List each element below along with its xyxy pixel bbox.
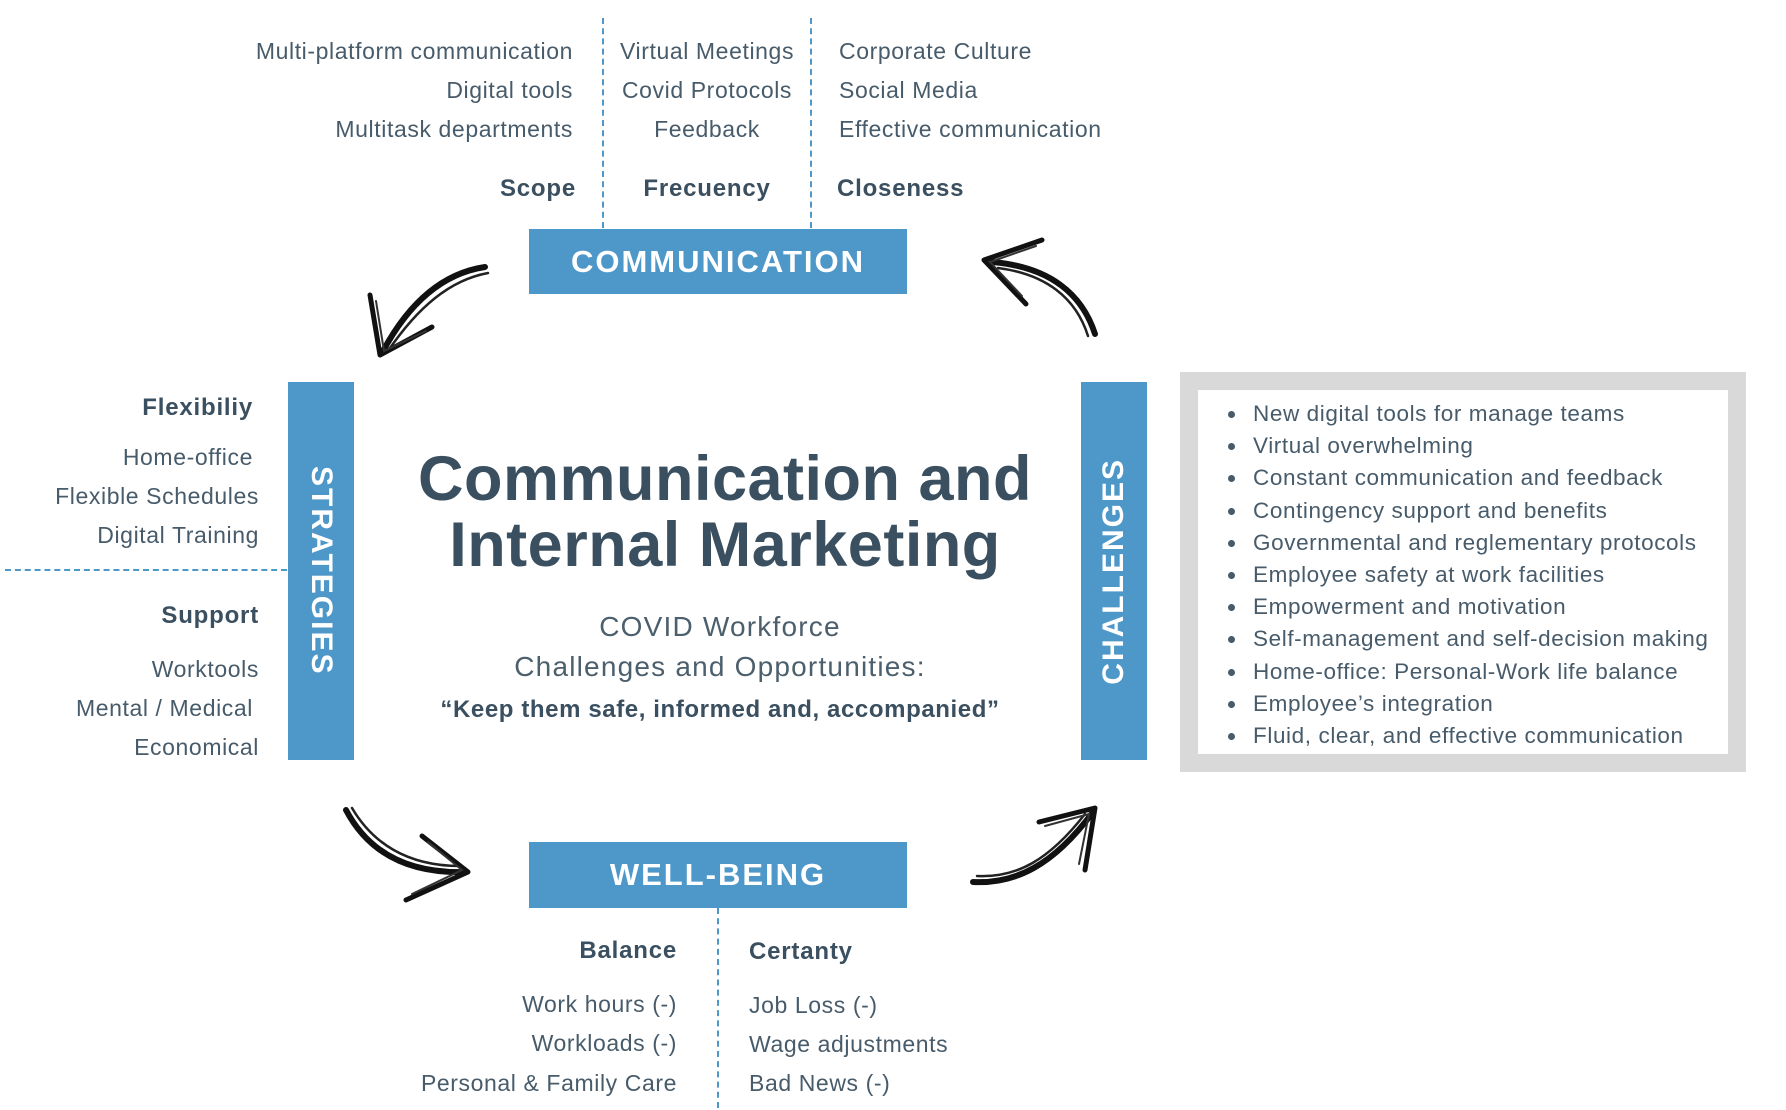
closeness-item: Corporate Culture <box>839 38 1033 64</box>
bullet-icon <box>1228 732 1235 740</box>
support-item: Worktools <box>151 656 259 682</box>
strategies-label: STRATEGIES <box>305 466 338 676</box>
title-line: Internal Marketing <box>449 510 1001 580</box>
list-item: Fluid, clear, and effective communicatio… <box>1228 720 1708 752</box>
list-item: Home-office: Personal-Work life balance <box>1228 656 1708 688</box>
list-item: Self-management and self-decision making <box>1228 623 1708 655</box>
scope-item: Multitask departments <box>335 116 573 142</box>
scope-item: Digital tools <box>446 77 573 103</box>
subtitle: Challenges and Opportunities: <box>514 651 926 682</box>
challenges-bar: CHALLENGES <box>1081 382 1147 760</box>
divider-line <box>717 908 719 1108</box>
list-item: New digital tools for manage teams <box>1228 398 1708 430</box>
flexibility-heading: Flexibiliy <box>142 394 253 421</box>
certainty-item: Wage adjustments <box>749 1031 949 1057</box>
challenges-box <box>1180 372 1746 772</box>
bullet-icon <box>1228 475 1235 483</box>
frequency-item: Feedback <box>654 116 760 142</box>
balance-heading: Balance <box>579 937 677 964</box>
divider-line <box>5 569 287 571</box>
title-line: Communication and <box>417 444 1032 514</box>
bullet-icon <box>1228 411 1235 418</box>
scope-item: Multi-platform communication <box>255 38 573 64</box>
frequency-item: Covid Protocols <box>621 77 793 103</box>
list-item: Employee’s integration <box>1228 688 1708 720</box>
flexibility-item: Home-office <box>122 444 253 470</box>
bullet-icon <box>1228 668 1235 676</box>
bullet-icon <box>1228 571 1235 579</box>
list-item: Employee safety at work facilities <box>1228 559 1708 591</box>
list-item: Constant communication and feedback <box>1228 462 1708 494</box>
arrow-icon <box>343 806 471 903</box>
challenges-label: CHALLENGES <box>1097 457 1130 685</box>
list-item: Contingency support and benefits <box>1228 495 1708 527</box>
scope-heading: Scope <box>499 175 576 202</box>
balance-item: Workloads (-) <box>531 1030 677 1056</box>
subtitle: COVID Workforce <box>599 611 841 642</box>
frequency-item: Virtual Meetings <box>619 38 795 64</box>
communication-bar: COMMUNICATION <box>529 229 907 294</box>
certainty-item: Job Loss (-) <box>749 992 878 1018</box>
main-title: Communication and Internal Marketing <box>380 446 1070 578</box>
strategies-bar: STRATEGIES <box>288 382 354 760</box>
challenges-list: New digital tools for manage teams Virtu… <box>1228 398 1708 752</box>
arrow-icon <box>970 805 1098 886</box>
frequency-heading: Frecuency <box>643 175 771 202</box>
support-item: Mental / Medical <box>75 695 253 721</box>
bullet-icon <box>1228 443 1235 451</box>
arrow-icon <box>367 264 490 358</box>
list-item: Governmental and reglementary protocols <box>1228 527 1708 559</box>
bullet-icon <box>1228 636 1235 644</box>
divider-line <box>602 18 604 228</box>
divider-line <box>810 18 812 228</box>
bullet-icon <box>1228 539 1235 547</box>
balance-item: Personal & Family Care <box>420 1070 677 1096</box>
flexibility-item: Digital Training <box>97 522 259 548</box>
list-item: Empowerment and motivation <box>1228 591 1708 623</box>
balance-item: Work hours (-) <box>522 991 677 1017</box>
certainty-item: Bad News (-) <box>749 1070 891 1096</box>
support-item: Economical <box>134 734 259 760</box>
bullet-icon <box>1228 507 1235 515</box>
bullet-icon <box>1228 700 1235 708</box>
arrow-icon <box>981 237 1098 338</box>
closeness-item: Social Media <box>839 77 978 103</box>
wellbeing-bar: WELL-BEING <box>529 842 907 908</box>
quote: “Keep them safe, informed and, accompani… <box>440 696 1000 723</box>
bullet-icon <box>1228 604 1235 612</box>
support-heading: Support <box>161 602 259 629</box>
certainty-heading: Certanty <box>749 938 853 965</box>
closeness-heading: Closeness <box>837 175 965 202</box>
closeness-item: Effective communication <box>839 116 1102 142</box>
flexibility-item: Flexible Schedules <box>55 483 259 509</box>
list-item: Virtual overwhelming <box>1228 430 1708 462</box>
